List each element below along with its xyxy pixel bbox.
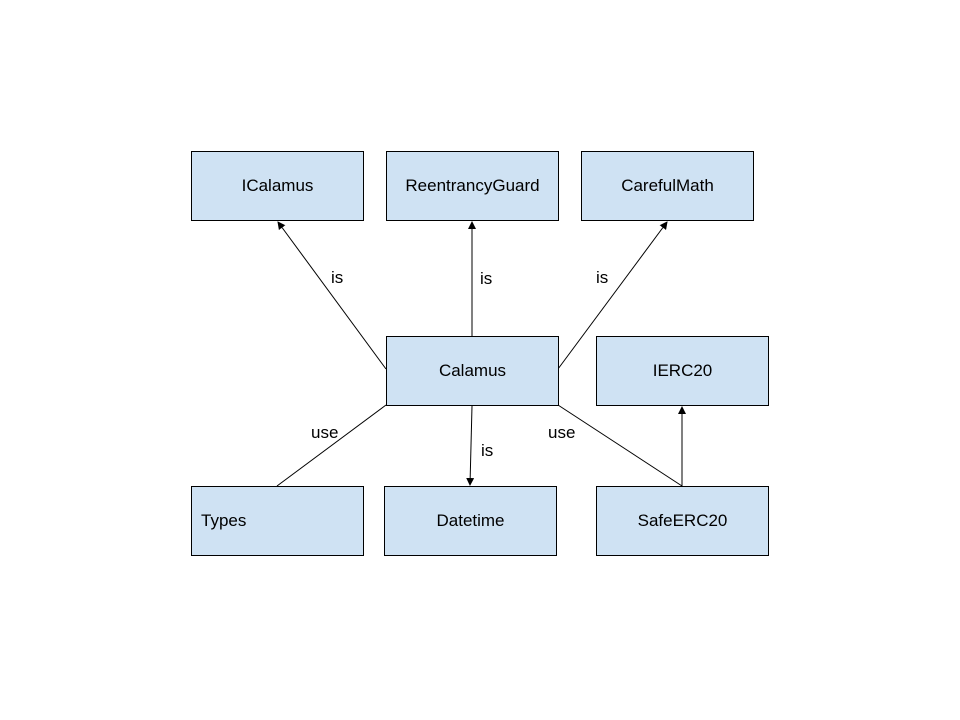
node-carefulmath: CarefulMath bbox=[581, 151, 754, 221]
node-label: ICalamus bbox=[241, 176, 314, 195]
node-calamus: Calamus bbox=[386, 336, 559, 406]
edge-label-is: is bbox=[480, 269, 493, 288]
node-datetime: Datetime bbox=[384, 486, 557, 556]
edge-label-use: use bbox=[548, 423, 576, 442]
edge-label-is: is bbox=[596, 268, 609, 287]
edge-label-is: is bbox=[481, 441, 494, 460]
node-label: CarefulMath bbox=[621, 176, 714, 195]
node-ierc20: IERC20 bbox=[596, 336, 769, 406]
node-label: ReentrancyGuard bbox=[405, 176, 540, 195]
edge-calamus-carefulmath bbox=[557, 221, 668, 370]
edge-calamus-types bbox=[276, 404, 387, 487]
node-icalamus: ICalamus bbox=[191, 151, 364, 221]
node-safeerc20: SafeERC20 bbox=[596, 486, 769, 556]
node-label: Datetime bbox=[436, 511, 505, 530]
edge-label-use: use bbox=[311, 423, 339, 442]
node-label: Types bbox=[201, 511, 247, 530]
node-reentrancyguard: ReentrancyGuard bbox=[386, 151, 559, 221]
node-label: SafeERC20 bbox=[637, 511, 728, 530]
node-types: Types bbox=[191, 486, 364, 556]
node-label: IERC20 bbox=[652, 361, 713, 380]
edge-calamus-icalamus bbox=[277, 221, 387, 370]
edge-calamus-datetime bbox=[466, 405, 475, 486]
edge-label-is: is bbox=[331, 268, 344, 287]
edge-calamus-safeerc20 bbox=[557, 404, 683, 487]
node-label: Calamus bbox=[438, 361, 507, 380]
